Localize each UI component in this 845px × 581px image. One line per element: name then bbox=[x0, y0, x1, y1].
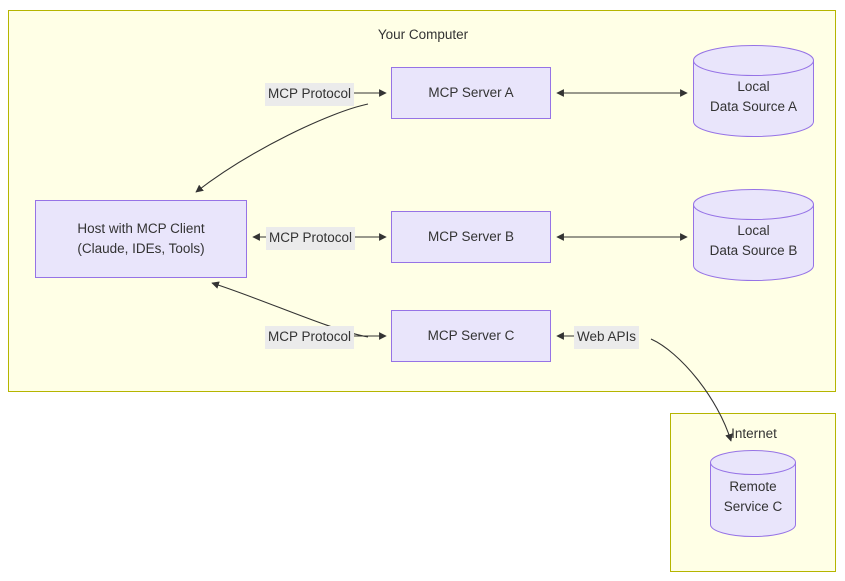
zone-internet-title: Internet bbox=[731, 426, 777, 441]
node-mcp-server-a-label: MCP Server A bbox=[428, 85, 514, 101]
zone-your-computer-title: Your Computer bbox=[377, 27, 469, 42]
cylinder-icon bbox=[693, 45, 814, 137]
node-mcp-server-b[interactable]: MCP Server B bbox=[391, 211, 551, 263]
edge-label-mcp-protocol-c: MCP Protocol bbox=[265, 326, 355, 349]
edge-label-mcp-protocol-b: MCP Protocol bbox=[266, 227, 356, 250]
node-host-with-mcp-client[interactable]: Host with MCP Client (Claude, IDEs, Tool… bbox=[35, 200, 247, 278]
node-local-data-source-b[interactable]: Local Data Source B bbox=[693, 189, 814, 281]
edge-label-mcp-protocol-a: MCP Protocol bbox=[265, 83, 355, 106]
node-remote-service-c[interactable]: Remote Service C bbox=[710, 450, 796, 537]
cylinder-icon bbox=[710, 450, 796, 537]
node-host-line-1: Host with MCP Client bbox=[77, 221, 205, 237]
node-local-data-source-a[interactable]: Local Data Source A bbox=[693, 45, 814, 137]
node-mcp-server-b-label: MCP Server B bbox=[427, 229, 515, 245]
edge-label-web-apis: Web APIs bbox=[574, 326, 640, 349]
node-mcp-server-c[interactable]: MCP Server C bbox=[391, 310, 551, 362]
node-host-line-2: (Claude, IDEs, Tools) bbox=[77, 241, 205, 256]
node-mcp-server-a[interactable]: MCP Server A bbox=[391, 67, 551, 119]
cylinder-icon bbox=[693, 189, 814, 281]
node-mcp-server-c-label: MCP Server C bbox=[427, 328, 515, 344]
